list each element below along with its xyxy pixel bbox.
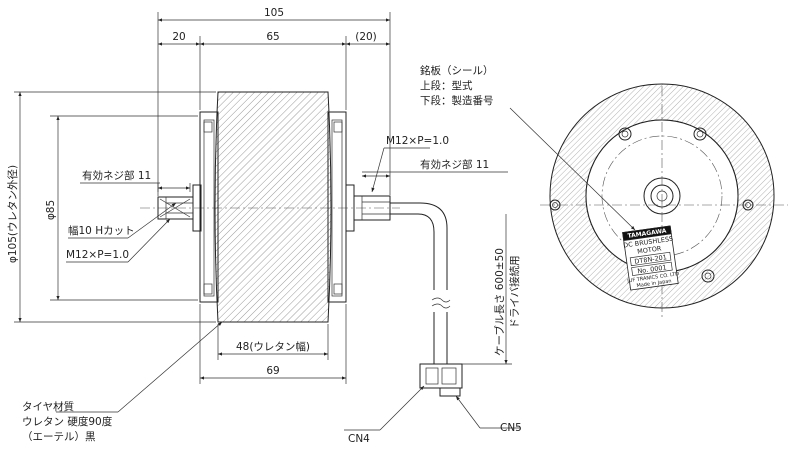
dim-shaft-length: 20 xyxy=(172,31,185,43)
callout-cn5: CN5 xyxy=(500,422,522,434)
dim-urethane-width: 48(ウレタン幅) xyxy=(236,340,310,353)
callout-tire-urethane: ウレタン 硬度90度 xyxy=(22,415,113,428)
callout-nameplate-upper: 上段：型式 xyxy=(420,79,473,92)
dim-cable-length: ケーブル長さ 600±50 xyxy=(493,248,506,356)
dim-frame-width: 69 xyxy=(266,365,279,377)
right-flange xyxy=(327,111,355,303)
left-shaft xyxy=(157,196,194,220)
callout-bolt-right: M12×P=1.0 xyxy=(386,135,449,147)
nameplate-label: TAMAGAWA DC BRUSHLESS MOTOR DT8N-201 No.… xyxy=(622,225,680,291)
dim-body-length: 65 xyxy=(266,31,279,43)
urethane-tire xyxy=(214,91,332,323)
dimensions xyxy=(14,12,520,431)
nameplate-line2: MOTOR xyxy=(637,244,663,255)
right-shaft xyxy=(353,195,391,221)
dim-cable-note: ドライバ接続用 xyxy=(508,255,521,328)
callout-thread-right: 有効ネジ部 11 xyxy=(420,158,489,171)
callout-bolt-left: M12×P=1.0 xyxy=(66,249,129,261)
nameplate-origin: Made in Japan xyxy=(636,278,672,289)
callout-cn4: CN4 xyxy=(348,433,370,445)
connector-body xyxy=(419,363,463,397)
side-view: 105 20 65 (20) φ105(ウレタン外径) φ85 48(ウレタン幅… xyxy=(6,7,522,445)
dim-cable-side-length: (20) xyxy=(355,31,377,43)
callout-nameplate-lower: 下段：製造番号 xyxy=(420,94,494,107)
dim-core-diameter: φ85 xyxy=(45,200,57,220)
callout-tire-material: タイヤ材質 xyxy=(22,400,74,413)
dim-outer-diameter: φ105(ウレタン外径) xyxy=(6,165,19,263)
callout-nameplate-title: 銘板（シール） xyxy=(420,64,494,77)
left-flange xyxy=(192,111,219,303)
dim-overall-length: 105 xyxy=(264,7,284,19)
front-view: TAMAGAWA DC BRUSHLESS MOTOR DT8N-201 No.… xyxy=(509,83,788,318)
callout-tire-ether: （エーテル）黒 xyxy=(22,431,96,443)
callout-hex-cut: 幅10 Hカット xyxy=(68,224,135,237)
cable xyxy=(390,202,451,364)
callout-thread-left: 有効ネジ部 11 xyxy=(82,169,151,182)
front-bolts xyxy=(549,127,754,283)
